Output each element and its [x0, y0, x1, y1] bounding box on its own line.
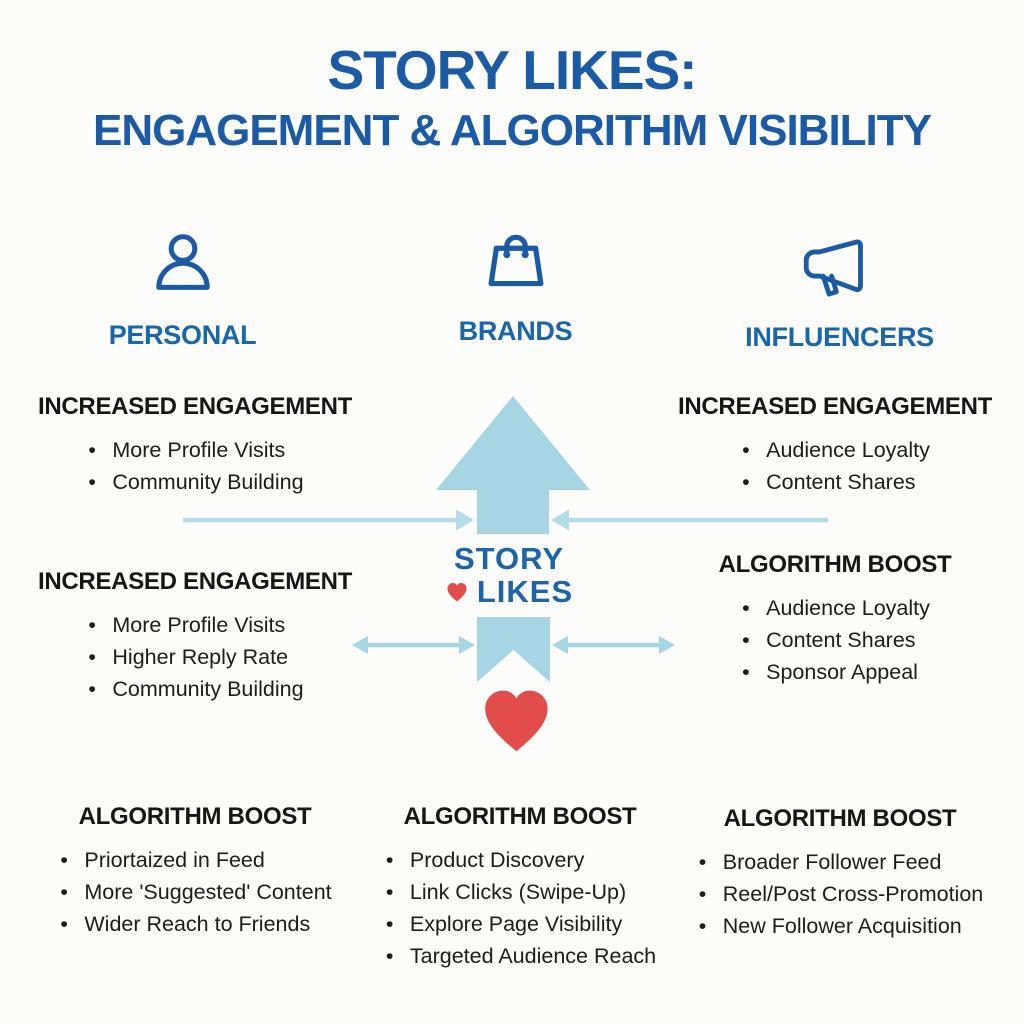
audience-influencers: INFLUENCERS [745, 230, 934, 353]
list-item: More 'Suggested' Content [58, 876, 331, 908]
section-brands-boost: ALGORITHM BOOST Product Discovery Link C… [360, 803, 680, 972]
list-item: Broader Follower Feed [697, 846, 983, 878]
audience-label-personal: PERSONAL [108, 320, 257, 350]
page-title-line1: STORY LIKES: [327, 39, 698, 101]
list-item: Community Building [86, 466, 303, 498]
section-heading: INCREASED ENGAGEMENT [37, 568, 353, 595]
small-heart-icon [447, 583, 467, 602]
list-item: Content Shares [740, 624, 930, 656]
section-bullet-list: Audience Loyalty Content Shares Sponsor … [740, 592, 930, 688]
list-item: Reel/Post Cross-Promotion [697, 878, 983, 910]
audience-label-brands: BRANDS [458, 316, 573, 346]
section-heading: ALGORITHM BOOST [403, 803, 637, 830]
section-bullet-list: Broader Follower Feed Reel/Post Cross-Pr… [697, 846, 983, 942]
bookmark-ribbon-icon [477, 617, 550, 682]
audience-brands: BRANDS [438, 224, 593, 347]
shopping-bag-icon [479, 224, 553, 298]
center-word-story: STORY [453, 541, 565, 576]
list-item: Higher Reply Rate [86, 641, 303, 673]
list-item: Targeted Audience Reach [384, 940, 656, 972]
list-item: Priortaized in Feed [58, 844, 331, 876]
top-right-connector-arrow [551, 509, 828, 531]
section-personal-engagement: INCREASED ENGAGEMENT More Profile Visits… [20, 393, 370, 498]
section-influencers-boost: ALGORITHM BOOST Audience Loyalty Content… [655, 551, 1015, 688]
section-bullet-list: Audience Loyalty Content Shares [740, 434, 930, 498]
list-item: Sponsor Appeal [740, 656, 930, 688]
audience-label-influencers: INFLUENCERS [745, 322, 934, 352]
section-bullet-list: Priortaized in Feed More 'Suggested' Con… [58, 844, 331, 940]
section-bullet-list: More Profile Visits Community Building [86, 434, 303, 498]
list-item: Product Discovery [384, 844, 656, 876]
up-arrow-icon [436, 396, 590, 534]
list-item: New Follower Acquisition [697, 910, 983, 942]
section-influencers-boost-2: ALGORITHM BOOST Broader Follower Feed Re… [660, 805, 1020, 942]
section-influencers-engagement: INCREASED ENGAGEMENT Audience Loyalty Co… [650, 393, 1020, 498]
audience-personal: PERSONAL [100, 228, 265, 351]
list-item: More Profile Visits [86, 609, 303, 641]
section-heading: ALGORITHM BOOST [78, 803, 312, 830]
section-personal-engagement-2: INCREASED ENGAGEMENT More Profile Visits… [15, 568, 375, 705]
megaphone-icon [799, 230, 881, 304]
center-likes-line: LIKES [404, 574, 614, 610]
top-left-connector-arrow [183, 509, 474, 531]
list-item: Content Shares [740, 466, 930, 498]
section-heading: ALGORITHM BOOST [718, 551, 952, 578]
section-heading: INCREASED ENGAGEMENT [37, 393, 353, 420]
section-heading: ALGORITHM BOOST [723, 805, 957, 832]
list-item: Link Clicks (Swipe-Up) [384, 876, 656, 908]
list-item: Audience Loyalty [740, 592, 930, 624]
person-icon [147, 228, 219, 302]
heart-icon [485, 690, 548, 752]
list-item: More Profile Visits [86, 434, 303, 466]
section-bullet-list: More Profile Visits Higher Reply Rate Co… [86, 609, 303, 705]
list-item: Wider Reach to Friends [58, 908, 331, 940]
list-item: Community Building [86, 673, 303, 705]
section-heading: INCREASED ENGAGEMENT [677, 393, 993, 420]
page-title-line2: ENGAGEMENT & ALGORITHM VISIBILITY [92, 106, 932, 155]
center-word-likes: LIKES [476, 574, 574, 609]
list-item: Audience Loyalty [740, 434, 930, 466]
section-personal-boost: ALGORITHM BOOST Priortaized in Feed More… [25, 803, 365, 940]
list-item: Explore Page Visibility [384, 908, 656, 940]
section-bullet-list: Product Discovery Link Clicks (Swipe-Up)… [384, 844, 656, 972]
